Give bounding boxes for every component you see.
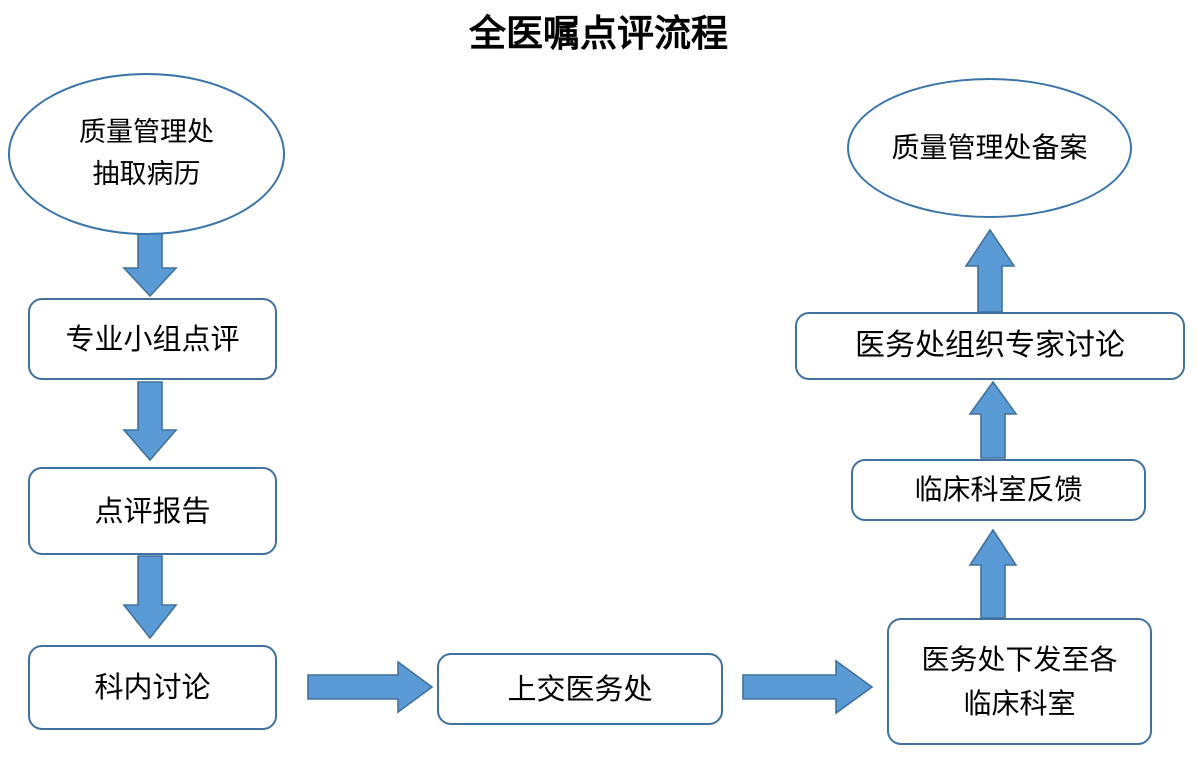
arrow-right-1 [307,660,434,714]
node-line-1: 质量管理处 [79,116,214,148]
node-line-1: 专业小组点评 [65,321,240,356]
node-distribute-to-clinical[interactable]: 医务处下发至各 临床科室 [887,618,1152,745]
node-line-1: 医务处下发至各 [921,643,1118,677]
node-dept-discussion[interactable]: 科内讨论 [28,645,277,730]
arrow-up-3 [964,228,1016,313]
node-group-review[interactable]: 专业小组点评 [28,298,277,380]
arrow-up-1 [968,528,1018,619]
arrow-right-2 [742,659,874,715]
node-submit-medical-affairs[interactable]: 上交医务处 [437,653,723,725]
page-title: 全医嘱点评流程 [469,12,728,55]
node-line-1: 点评报告 [94,493,211,528]
node-line-2: 临床科室 [963,686,1076,720]
arrow-down-3 [122,555,178,640]
node-clinical-feedback[interactable]: 临床科室反馈 [851,459,1146,521]
node-expert-discussion[interactable]: 医务处组织专家讨论 [795,312,1185,380]
node-line-1: 质量管理处备案 [891,131,1088,165]
node-review-report[interactable]: 点评报告 [28,467,277,555]
node-line-2: 抽取病历 [92,159,201,190]
node-quality-dept-sample[interactable]: 质量管理处 抽取病历 [8,73,285,235]
node-quality-dept-filing[interactable]: 质量管理处备案 [847,78,1132,218]
node-line-1: 上交医务处 [507,671,653,706]
arrow-down-2 [122,381,178,462]
arrow-down-1 [122,229,178,298]
node-line-1: 医务处组织专家讨论 [855,328,1125,364]
node-line-1: 临床科室反馈 [914,473,1083,507]
node-line-1: 科内讨论 [94,670,211,705]
arrow-up-2 [968,380,1018,459]
